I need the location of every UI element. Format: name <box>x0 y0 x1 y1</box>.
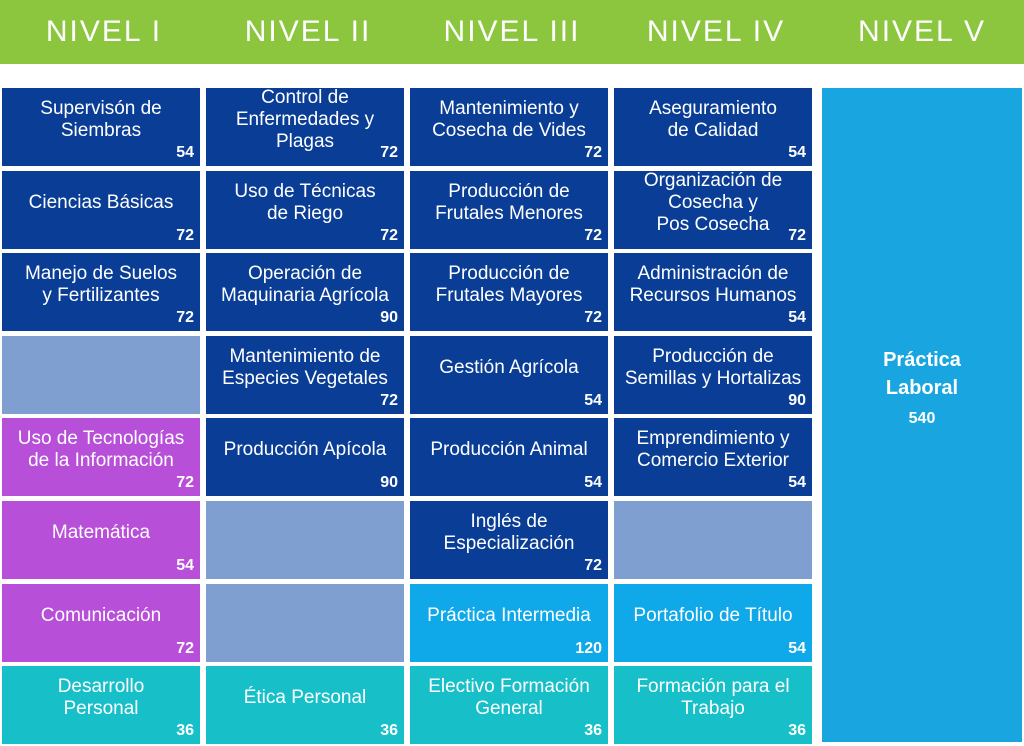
empty-cell <box>614 501 812 579</box>
course-title: Emprendimiento y Comercio Exterior <box>636 428 790 471</box>
course-title: Uso de Técnicas de Riego <box>234 181 376 224</box>
course-title: Organización de Cosecha y Pos Cosecha <box>643 170 783 235</box>
course-cell: Portafolio de Título 54 <box>614 584 812 662</box>
course-title: Mantenimiento de Especies Vegetales <box>222 346 388 389</box>
course-cell: Organización de Cosecha y Pos Cosecha 72 <box>614 170 812 249</box>
course-title: Aseguramiento de Calidad <box>649 98 777 141</box>
course-title: Producción de Frutales Menores <box>435 181 583 224</box>
course-title: Administración de Recursos Humanos <box>629 263 797 306</box>
course-hours: 36 <box>584 722 602 739</box>
course-title: Uso de Tecnologías de la Información <box>17 428 185 471</box>
course-cell: Operación de Maquinaria Agrícola 90 <box>206 253 404 331</box>
course-cell: Desarrollo Personal 36 <box>2 666 200 744</box>
course-title: Electivo Formación General <box>428 676 590 719</box>
course-hours: 72 <box>176 640 194 657</box>
level-1-heading: NIVEL I <box>45 15 163 48</box>
empty-cell <box>206 501 404 579</box>
practica-laboral-title: Práctica Laboral <box>883 349 961 399</box>
course-title: Ética Personal <box>243 687 367 708</box>
course-hours: 72 <box>584 144 602 161</box>
course-hours: 54 <box>788 640 806 657</box>
course-hours: 72 <box>584 309 602 326</box>
course-cell: Producción Animal 54 <box>410 418 608 496</box>
course-title: Formación para el Trabajo <box>636 676 790 719</box>
empty-cell <box>206 584 404 662</box>
course-hours: 72 <box>380 144 398 161</box>
course-title: Manejo de Suelos y Fertilizantes <box>24 263 178 306</box>
course-hours: 72 <box>788 227 806 244</box>
empty-cell <box>2 336 200 414</box>
course-title: Supervisón de Siembras <box>40 98 162 141</box>
course-hours: 72 <box>584 557 602 574</box>
course-hours: 90 <box>380 309 398 326</box>
course-hours: 72 <box>584 227 602 244</box>
course-hours: 72 <box>176 227 194 244</box>
course-cell: Matemática 54 <box>2 501 200 579</box>
course-title: Producción de Semillas y Hortalizas <box>624 346 802 389</box>
course-hours: 36 <box>788 722 806 739</box>
course-hours: 54 <box>176 144 194 161</box>
course-cell: Formación para el Trabajo 36 <box>614 666 812 744</box>
level-3-heading: NIVEL III <box>443 15 581 48</box>
course-title: Producción Apícola <box>223 439 387 460</box>
course-hours: 54 <box>176 557 194 574</box>
course-hours: 72 <box>176 474 194 491</box>
course-cell: Mantenimiento y Cosecha de Vides 72 <box>410 88 608 166</box>
level-4-heading: NIVEL IV <box>646 15 786 48</box>
course-cell: Mantenimiento de Especies Vegetales 72 <box>206 336 404 414</box>
course-hours: 90 <box>380 474 398 491</box>
course-title: Práctica Intermedia <box>427 605 591 626</box>
course-hours: 72 <box>176 309 194 326</box>
course-title: Inglés de Especialización <box>443 511 575 554</box>
course-cell: Emprendimiento y Comercio Exterior 54 <box>614 418 812 496</box>
level-5-heading: NIVEL V <box>858 15 986 48</box>
course-cell: Uso de Tecnologías de la Información 72 <box>2 418 200 496</box>
course-title: Producción de Frutales Mayores <box>435 263 583 306</box>
course-cell: Gestión Agrícola 54 <box>410 336 608 414</box>
course-hours: 90 <box>788 392 806 409</box>
course-hours: 54 <box>584 392 602 409</box>
course-cell: Supervisón de Siembras 54 <box>2 88 200 166</box>
course-title: Producción Animal <box>430 439 588 460</box>
practica-laboral-hours: 540 <box>908 410 936 427</box>
course-title: Portafolio de Título <box>633 605 793 626</box>
course-cell: Aseguramiento de Calidad 54 <box>614 88 812 166</box>
course-hours: 54 <box>788 309 806 326</box>
course-hours: 120 <box>575 640 602 657</box>
course-title: Control de Enfermedades y Plagas <box>235 87 375 152</box>
course-cell: Práctica Intermedia 120 <box>410 584 608 662</box>
course-hours: 54 <box>584 474 602 491</box>
course-hours: 36 <box>176 722 194 739</box>
course-hours: 54 <box>788 144 806 161</box>
course-cell: Electivo Formación General 36 <box>410 666 608 744</box>
course-cell: Producción Apícola 90 <box>206 418 404 496</box>
course-title: Comunicación <box>40 605 162 626</box>
course-title: Ciencias Básicas <box>28 192 174 213</box>
course-title: Desarrollo Personal <box>57 676 145 719</box>
practica-laboral-block: Práctica Laboral 540 <box>822 88 1022 742</box>
course-title: Operación de Maquinaria Agrícola <box>221 263 389 306</box>
course-cell: Manejo de Suelos y Fertilizantes 72 <box>2 253 200 331</box>
course-hours: 36 <box>380 722 398 739</box>
course-cell: Ética Personal 36 <box>206 666 404 744</box>
level-2-heading: NIVEL II <box>244 15 372 48</box>
course-hours: 72 <box>380 227 398 244</box>
course-title: Matemática <box>51 522 151 543</box>
course-cell: Inglés de Especialización 72 <box>410 501 608 579</box>
course-hours: 72 <box>380 392 398 409</box>
course-cell: Control de Enfermedades y Plagas 72 <box>206 87 404 166</box>
course-title: Gestión Agrícola <box>439 357 579 378</box>
course-title: Mantenimiento y Cosecha de Vides <box>432 98 586 141</box>
course-cell: Comunicación 72 <box>2 584 200 662</box>
course-cell: Administración de Recursos Humanos 54 <box>614 253 812 331</box>
course-hours: 54 <box>788 474 806 491</box>
course-cell: Producción de Semillas y Hortalizas 90 <box>614 336 812 414</box>
levels-header: NIVEL I NIVEL II NIVEL III NIVEL IV NIVE… <box>0 0 1024 64</box>
